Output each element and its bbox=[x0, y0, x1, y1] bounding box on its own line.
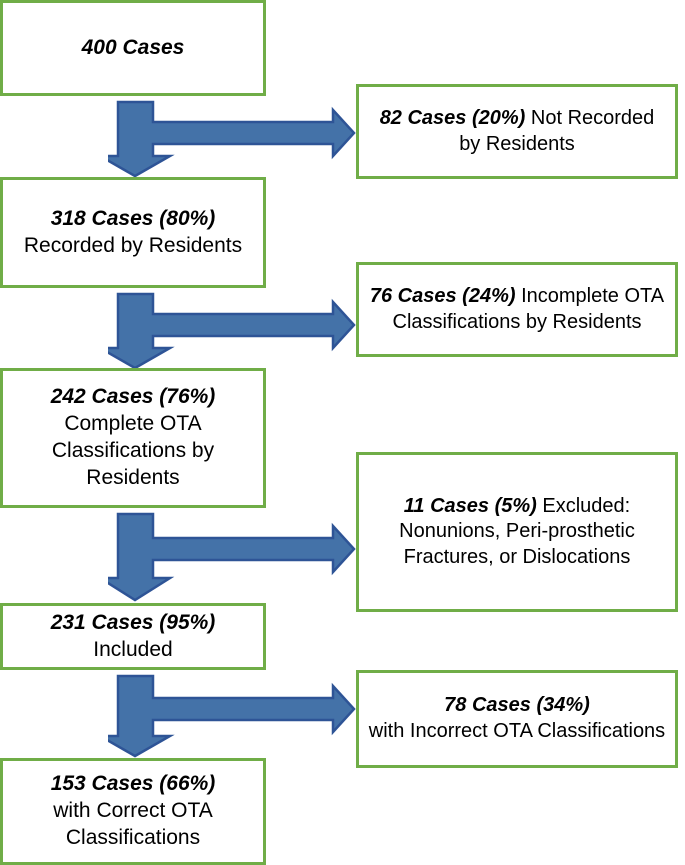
node-excluded-emphasis: 11 Cases (5%) bbox=[403, 494, 537, 517]
node-included[interactable]: 231 Cases (95%) Included bbox=[0, 603, 266, 670]
split-arrow-3 bbox=[108, 512, 356, 602]
node-excluded-text: 11 Cases (5%) Excluded: Nonunions, Peri-… bbox=[367, 494, 667, 571]
node-incomplete-ota-classifications-text: 76 Cases (24%) Incomplete OTA Classifica… bbox=[367, 284, 667, 335]
node-recorded-by-residents-emphasis: 318 Cases (80%) bbox=[50, 206, 216, 230]
node-incomplete-ota-classifications[interactable]: 76 Cases (24%) Incomplete OTA Classifica… bbox=[356, 262, 678, 357]
node-incorrect-ota-classifications[interactable]: 78 Cases (34%) with Incorrect OTA Classi… bbox=[356, 670, 678, 768]
split-arrow-1 bbox=[108, 100, 356, 178]
node-included-detail: Included bbox=[93, 637, 173, 661]
node-complete-ota-classifications-emphasis: 242 Cases (76%) bbox=[50, 385, 216, 409]
node-included-emphasis: 231 Cases (95%) bbox=[50, 610, 216, 634]
node-recorded-by-residents-text: 318 Cases (80%) Recorded by Residents bbox=[11, 206, 255, 260]
node-incorrect-ota-classifications-emphasis: 78 Cases (34%) bbox=[444, 694, 590, 717]
node-not-recorded-emphasis: 82 Cases (20%) bbox=[379, 106, 526, 129]
node-recorded-by-residents-detail: Recorded by Residents bbox=[23, 233, 243, 257]
node-incorrect-ota-classifications-text: 78 Cases (34%) with Incorrect OTA Classi… bbox=[367, 693, 667, 744]
split-arrow-2 bbox=[108, 292, 356, 370]
node-total-cases[interactable]: 400 Cases bbox=[0, 0, 266, 96]
node-correct-ota-classifications-text: 153 Cases (66%) with Correct OTA Classif… bbox=[11, 771, 255, 852]
node-correct-ota-classifications-emphasis: 153 Cases (66%) bbox=[50, 772, 216, 796]
node-correct-ota-classifications-detail: with Correct OTA Classifications bbox=[53, 799, 213, 849]
node-included-text: 231 Cases (95%) Included bbox=[11, 610, 255, 664]
node-complete-ota-classifications[interactable]: 242 Cases (76%) Complete OTA Classificat… bbox=[0, 368, 266, 508]
node-correct-ota-classifications[interactable]: 153 Cases (66%) with Correct OTA Classif… bbox=[0, 758, 266, 865]
node-incomplete-ota-classifications-emphasis: 76 Cases (24%) bbox=[369, 284, 516, 307]
node-excluded[interactable]: 11 Cases (5%) Excluded: Nonunions, Peri-… bbox=[356, 452, 678, 612]
node-complete-ota-classifications-text: 242 Cases (76%) Complete OTA Classificat… bbox=[11, 384, 255, 492]
node-complete-ota-classifications-detail: Complete OTA Classifications by Resident… bbox=[51, 412, 215, 489]
node-not-recorded-text: 82 Cases (20%) Not Recorded by Residents bbox=[367, 106, 667, 157]
split-arrow-4 bbox=[108, 674, 356, 758]
node-recorded-by-residents[interactable]: 318 Cases (80%) Recorded by Residents bbox=[0, 177, 266, 288]
node-incomplete-ota-classifications-detail: Incomplete OTA Classifications by Reside… bbox=[392, 284, 665, 333]
node-incorrect-ota-classifications-detail: with Incorrect OTA Classifications bbox=[368, 720, 666, 742]
node-excluded-detail: Excluded: Nonunions, Peri-prosthetic Fra… bbox=[399, 494, 635, 568]
node-total-cases-emphasis: 400 Cases bbox=[81, 35, 185, 59]
node-total-cases-text: 400 Cases bbox=[11, 35, 255, 62]
node-not-recorded[interactable]: 82 Cases (20%) Not Recorded by Residents bbox=[356, 84, 678, 179]
node-not-recorded-detail: Not Recorded by Residents bbox=[459, 106, 655, 155]
